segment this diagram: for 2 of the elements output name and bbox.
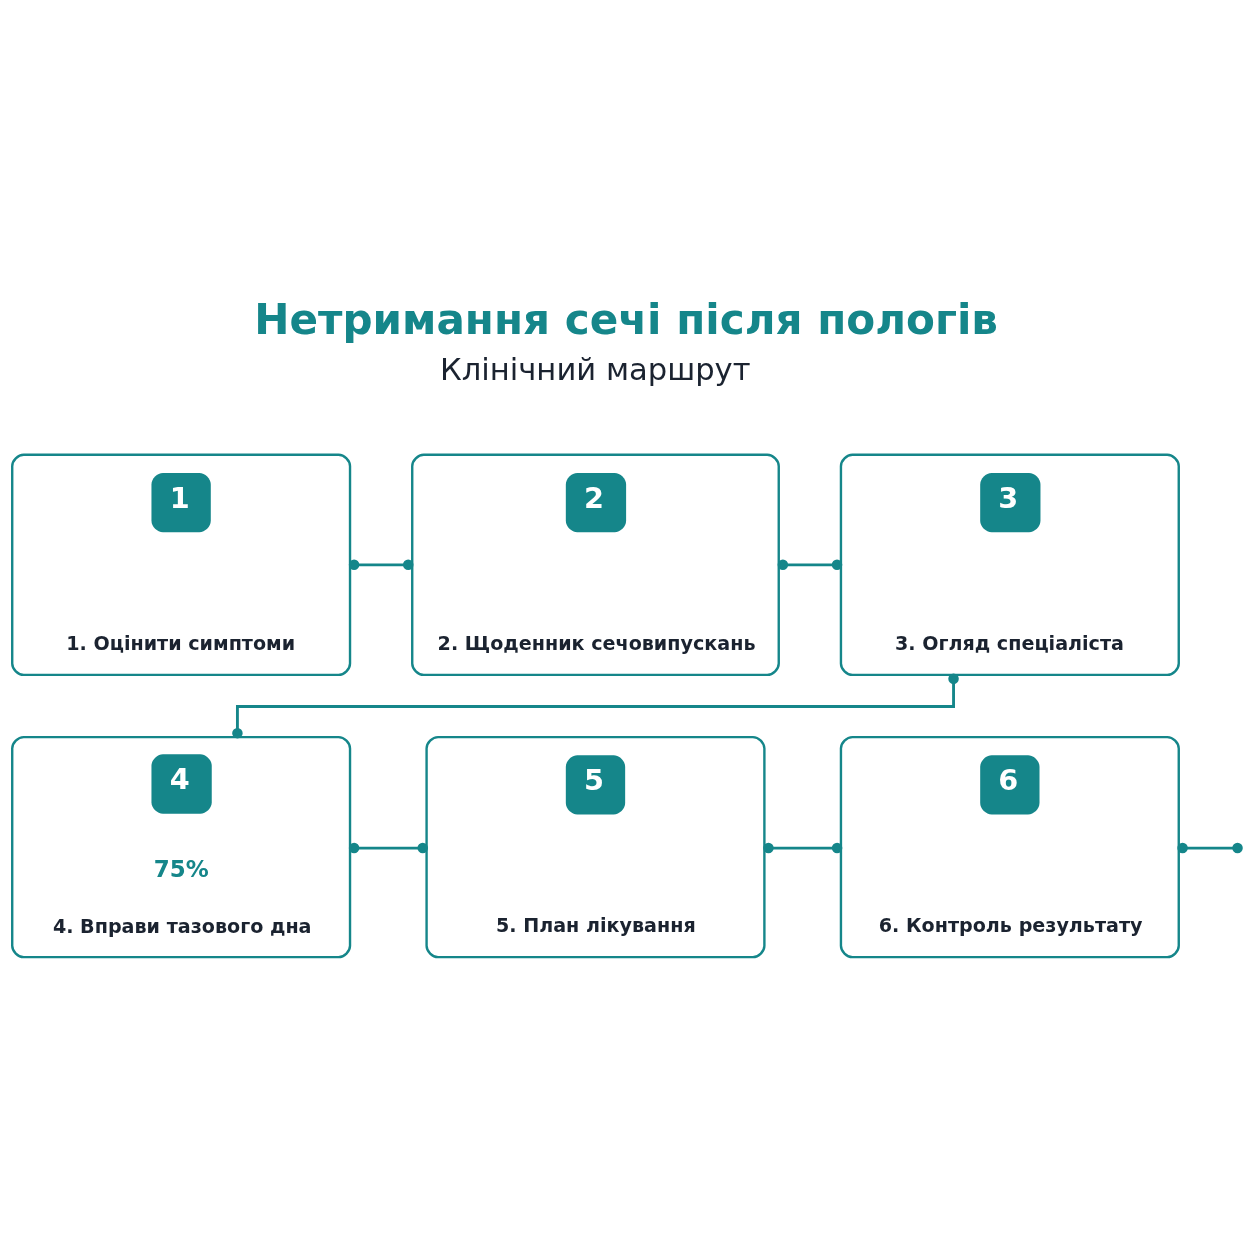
diagram-title: Нетримання сечі після пологів (254, 294, 998, 344)
label: Клінічний маршрут (439, 351, 751, 387)
